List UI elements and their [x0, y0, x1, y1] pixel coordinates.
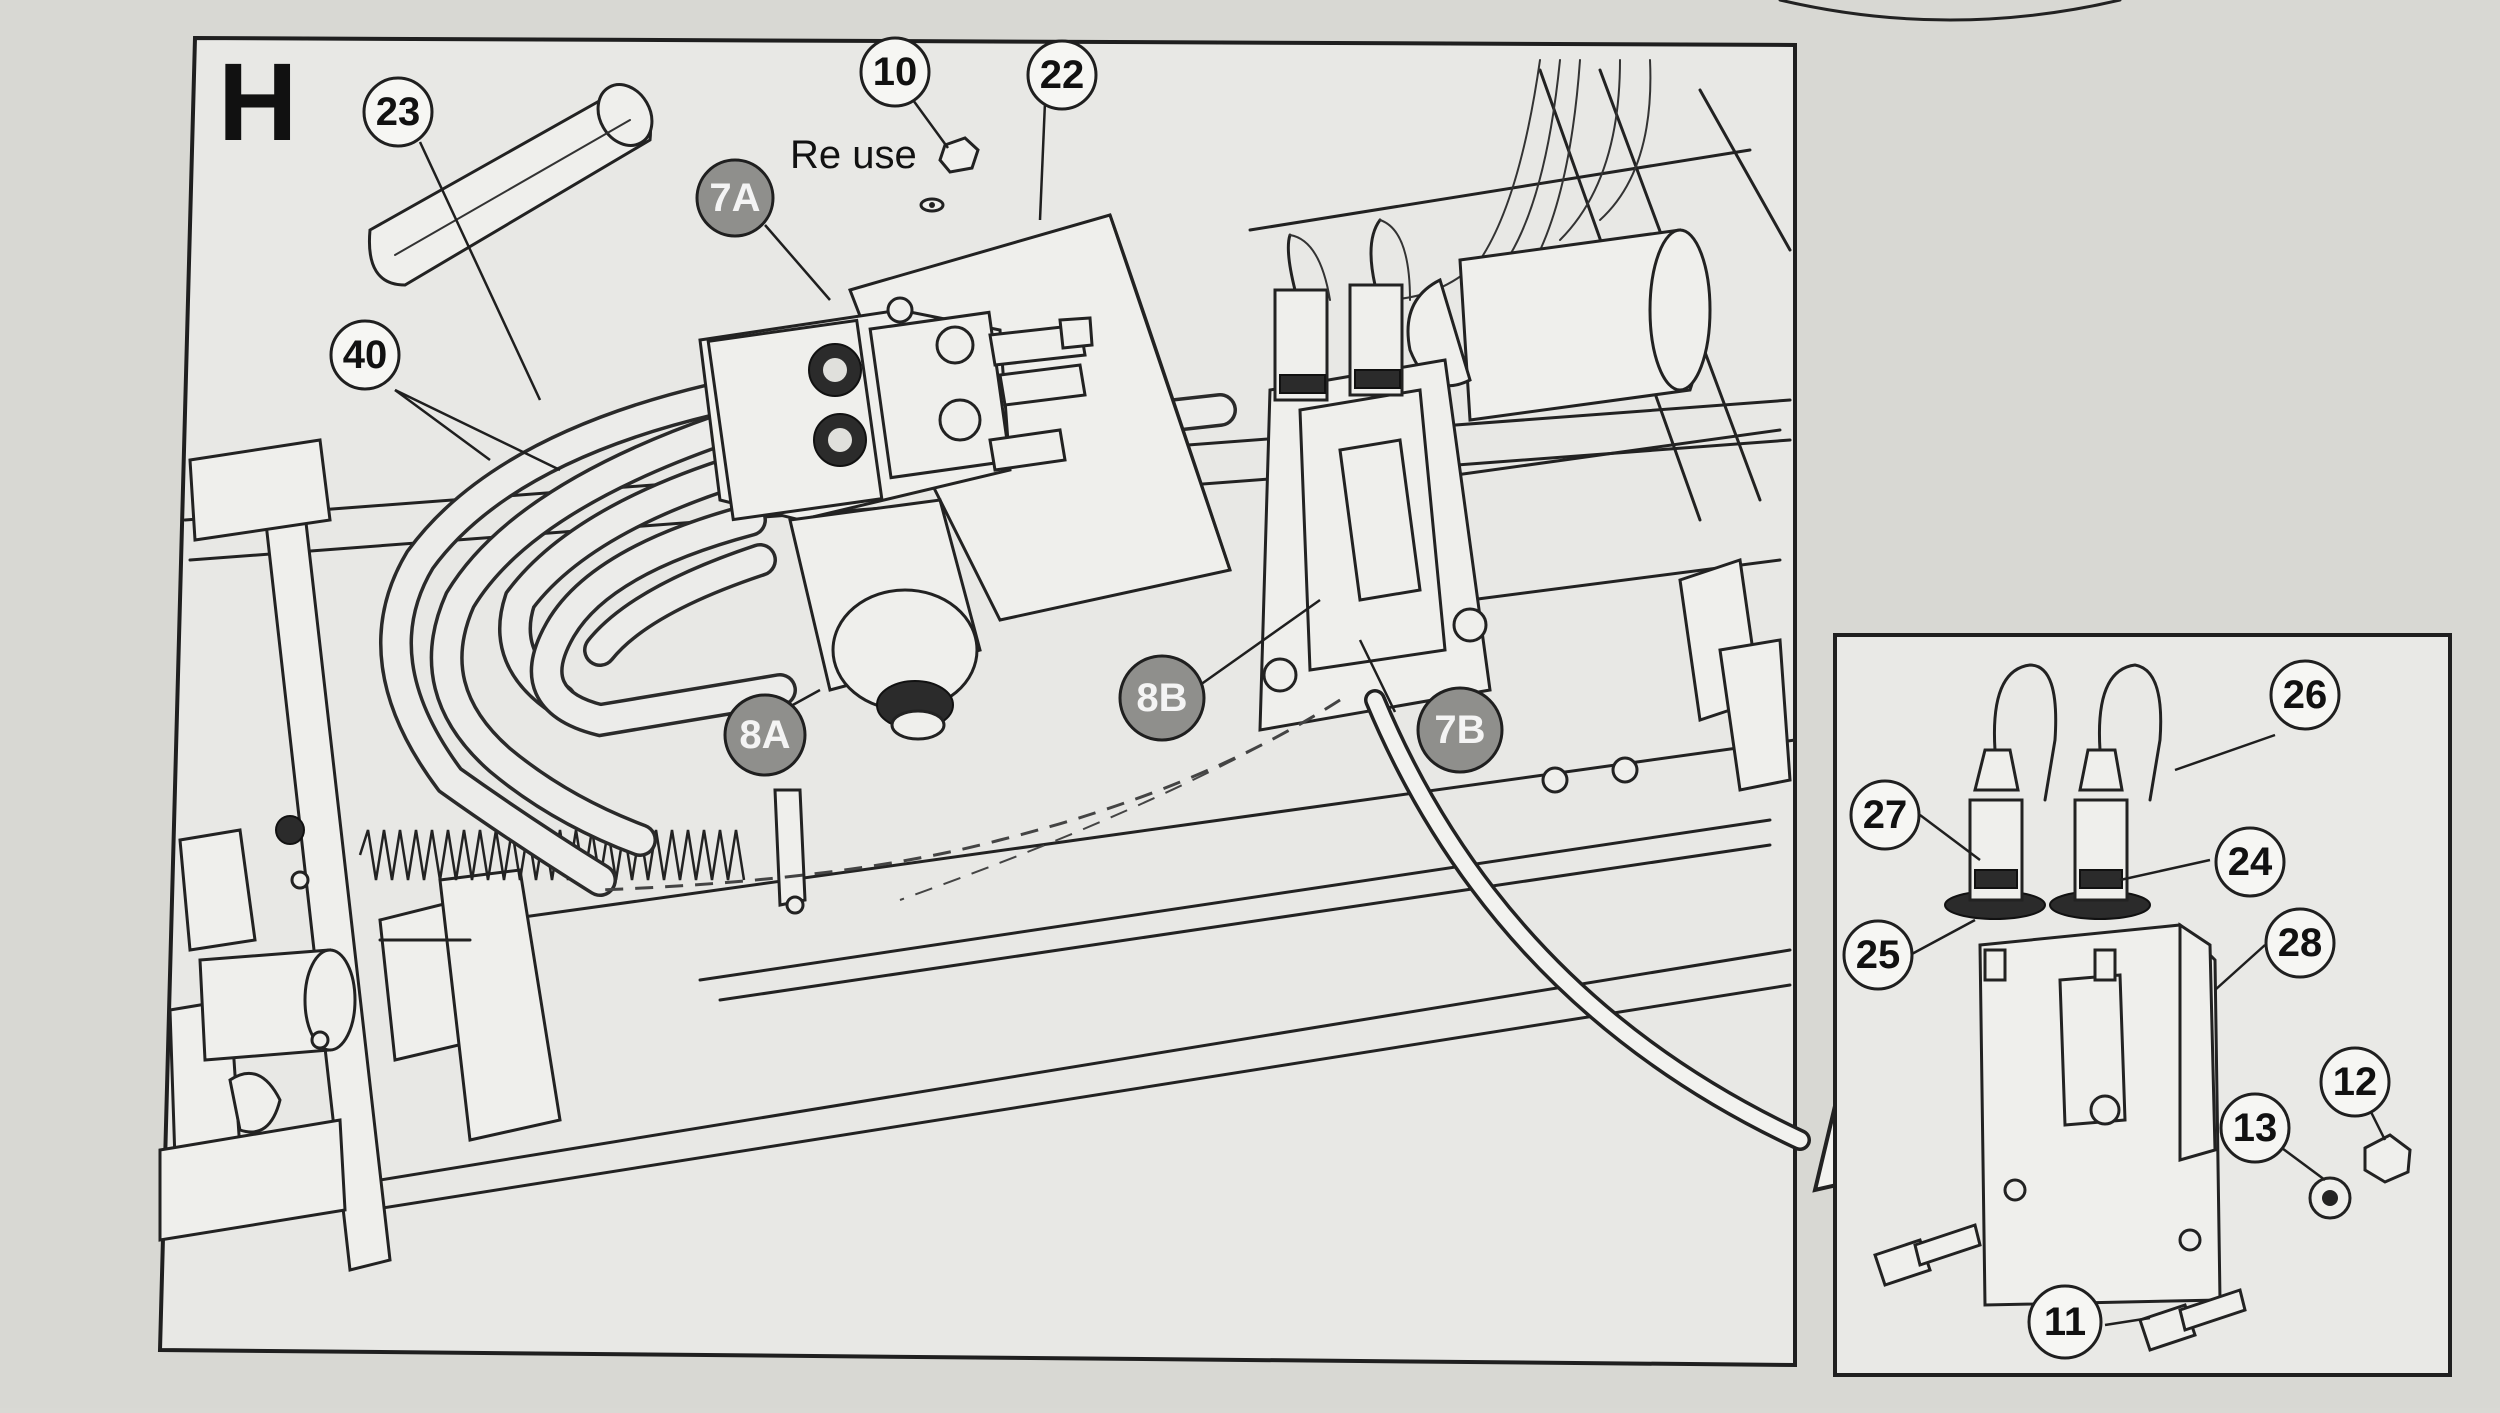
svg-text:13: 13	[2233, 1106, 2278, 1150]
valve-mounting-bracket	[848, 213, 1232, 622]
callout-25: 25	[1842, 919, 1914, 991]
frame-lever	[1718, 638, 1792, 792]
callout-28: 28	[2264, 907, 2336, 979]
svg-text:25: 25	[1856, 933, 1901, 977]
svg-text:28: 28	[2278, 921, 2323, 965]
reuse-bolt-and-washer	[919, 136, 980, 213]
callout-8B: 8B	[1118, 654, 1206, 742]
callout-27: 27	[1849, 779, 1921, 851]
control-valve-assembly	[698, 296, 1094, 522]
cable-route-dashed-2	[899, 699, 1341, 901]
handle-grip	[367, 83, 654, 287]
sensor-bracket-main	[1258, 218, 1492, 732]
svg-text:22: 22	[1040, 53, 1085, 97]
left-frame-structure	[158, 438, 562, 1272]
cable-route-dashed	[599, 698, 1341, 892]
svg-text:7A: 7A	[709, 176, 760, 220]
step-letter: H	[218, 41, 297, 164]
previous-figure-edge	[1778, 0, 2122, 22]
frame-bolt	[1611, 756, 1639, 784]
svg-text:40: 40	[343, 333, 388, 377]
callout-12: 12	[2319, 1046, 2391, 1118]
callout-7B: 7B	[1416, 686, 1504, 774]
svg-text:11: 11	[2044, 1300, 2086, 1344]
callout-11: 11	[2027, 1284, 2103, 1360]
svg-text:8A: 8A	[739, 713, 790, 757]
svg-text:8B: 8B	[1136, 676, 1187, 720]
svg-text:24: 24	[2228, 840, 2273, 884]
svg-text:27: 27	[1863, 793, 1908, 837]
leader-lines	[394, 99, 2387, 1327]
callout-10: 10	[859, 36, 931, 108]
actuator-cylinder	[1406, 228, 1712, 422]
callout-40: 40	[329, 319, 401, 391]
svg-text:7B: 7B	[1434, 708, 1485, 752]
svg-text:26: 26	[2283, 673, 2328, 717]
callout-7A: 7A	[695, 158, 775, 238]
callout-23: 23	[362, 76, 434, 148]
callout-26: 26	[2269, 659, 2341, 731]
machine-frame	[183, 68, 1797, 1212]
svg-text:12: 12	[2333, 1060, 2378, 1104]
frame-bolt	[1541, 766, 1569, 794]
callout-13: 13	[2219, 1092, 2291, 1164]
sensor-bracket-detail	[1873, 663, 2412, 1352]
callout-24: 24	[2214, 826, 2286, 898]
callout-22: 22	[1026, 39, 1098, 111]
pump-motor	[788, 498, 982, 741]
svg-text:23: 23	[376, 90, 421, 134]
svg-text:10: 10	[873, 50, 918, 94]
callout-8A: 8A	[723, 693, 807, 777]
reuse-note: Re use	[790, 133, 917, 177]
